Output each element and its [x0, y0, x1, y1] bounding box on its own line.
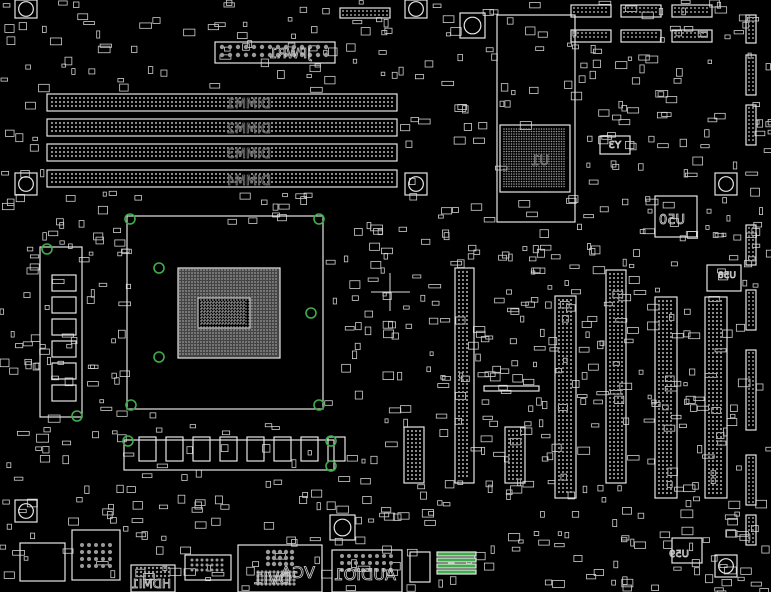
mounting-pad[interactable]	[14, 0, 38, 19]
vrm-inductor[interactable]	[300, 436, 319, 462]
hdmi-label: HDMI1	[131, 577, 171, 591]
choke[interactable]	[51, 340, 77, 358]
pcie-slot-4[interactable]	[654, 296, 678, 499]
usb-jack[interactable]	[19, 542, 66, 582]
mounting-via	[125, 399, 137, 411]
dimm-slot-3[interactable]	[46, 143, 398, 162]
displayport[interactable]	[184, 554, 232, 581]
mounting-pad[interactable]	[404, 172, 428, 196]
header[interactable]	[745, 514, 757, 546]
choke[interactable]	[51, 274, 77, 292]
dimm-label-3: DIMM3	[226, 147, 271, 162]
mounting-pad[interactable]	[14, 499, 38, 523]
vrm-inductor[interactable]	[219, 436, 238, 462]
u58-label: U58	[718, 271, 736, 281]
header[interactable]	[745, 54, 757, 96]
selected-net-trace[interactable]	[436, 557, 477, 563]
lan-jack[interactable]	[71, 529, 121, 581]
vrm-inductor[interactable]	[192, 436, 211, 462]
vrm-column[interactable]	[39, 246, 83, 418]
header[interactable]	[671, 29, 713, 43]
mounting-via	[313, 213, 325, 225]
header[interactable]	[745, 289, 757, 331]
header[interactable]	[339, 7, 391, 19]
dimm-slot-4[interactable]	[46, 169, 398, 188]
audio-label: AUDIO1	[334, 565, 396, 584]
choke[interactable]	[51, 318, 77, 336]
mounting-via	[305, 307, 317, 319]
header[interactable]	[745, 224, 757, 266]
mounting-via	[124, 213, 136, 225]
dimm-slot-1[interactable]	[46, 93, 398, 112]
selected-net-trace[interactable]	[436, 563, 477, 569]
audio-jack[interactable]	[331, 549, 403, 592]
header[interactable]	[745, 14, 757, 44]
hdmi-connector[interactable]	[130, 564, 176, 592]
jpwr-label: JPWR1	[269, 47, 312, 62]
vrm-inductor[interactable]	[138, 436, 157, 462]
vrm-inductor[interactable]	[273, 436, 292, 462]
u59-label: U59	[669, 549, 689, 560]
header[interactable]	[745, 349, 757, 431]
pcie-slot-1[interactable]	[454, 267, 475, 484]
ic-u59[interactable]	[671, 537, 703, 564]
mounting-via	[71, 410, 83, 422]
header[interactable]	[671, 4, 713, 18]
y3-label: Y3	[609, 140, 622, 151]
mounting-pad[interactable]	[459, 12, 486, 39]
dimm-label-2: DIMM2	[226, 122, 271, 137]
header[interactable]	[620, 29, 662, 43]
cpu-socket[interactable]	[126, 215, 324, 410]
m2-key[interactable]	[483, 385, 540, 392]
optical-port[interactable]	[409, 551, 431, 583]
chipset-area[interactable]	[496, 14, 576, 223]
mounting-via	[122, 435, 134, 447]
selected-net-trace[interactable]	[436, 551, 477, 557]
crystal-y3[interactable]	[599, 135, 631, 155]
choke[interactable]	[51, 384, 77, 402]
vrm-inductor[interactable]	[165, 436, 184, 462]
mounting-pad[interactable]	[714, 172, 738, 196]
ic-u58[interactable]	[706, 264, 742, 292]
pcie-slot-2[interactable]	[554, 295, 577, 499]
header[interactable]	[745, 104, 757, 146]
mounting-via	[41, 243, 53, 255]
mounting-via	[325, 460, 337, 472]
dimm-label-1: DIMM1	[226, 97, 271, 112]
choke[interactable]	[51, 362, 77, 380]
chipset-label: U1	[531, 154, 549, 169]
chipset-bga[interactable]	[499, 124, 571, 193]
header[interactable]	[745, 454, 757, 506]
vrm-inductor[interactable]	[246, 436, 265, 462]
header[interactable]	[620, 4, 662, 18]
pcie-slot-7[interactable]	[504, 426, 526, 484]
mounting-via	[153, 351, 165, 363]
atx-power-connector[interactable]	[214, 41, 336, 64]
vga-dvi-connector[interactable]	[237, 544, 323, 592]
mounting-pad[interactable]	[404, 0, 428, 19]
mounting-pad[interactable]	[329, 514, 356, 541]
mounting-via	[313, 399, 325, 411]
pcie-slot-3[interactable]	[605, 269, 627, 484]
crosshair-cursor	[371, 273, 410, 311]
vrm-area[interactable]	[123, 439, 335, 471]
header[interactable]	[570, 29, 612, 43]
vga-label: VGA	[281, 563, 315, 582]
dimm-label-4: DIMM4	[226, 174, 271, 189]
u50-label: U50	[659, 213, 685, 228]
mounting-pad[interactable]	[14, 172, 38, 196]
vrm-inductor[interactable]	[327, 436, 346, 462]
mounting-via	[153, 262, 165, 274]
dvi-label: DVI1	[253, 569, 291, 588]
pcie-slot-6[interactable]	[403, 426, 425, 484]
mounting-pad[interactable]	[714, 554, 738, 578]
mounting-via	[325, 435, 337, 447]
ic-u50[interactable]	[654, 195, 698, 238]
pcie-slot-5[interactable]	[704, 296, 728, 499]
selected-net-trace[interactable]	[436, 569, 477, 575]
dimm-slot-2[interactable]	[46, 118, 398, 137]
header[interactable]	[570, 4, 612, 18]
choke[interactable]	[51, 296, 77, 314]
